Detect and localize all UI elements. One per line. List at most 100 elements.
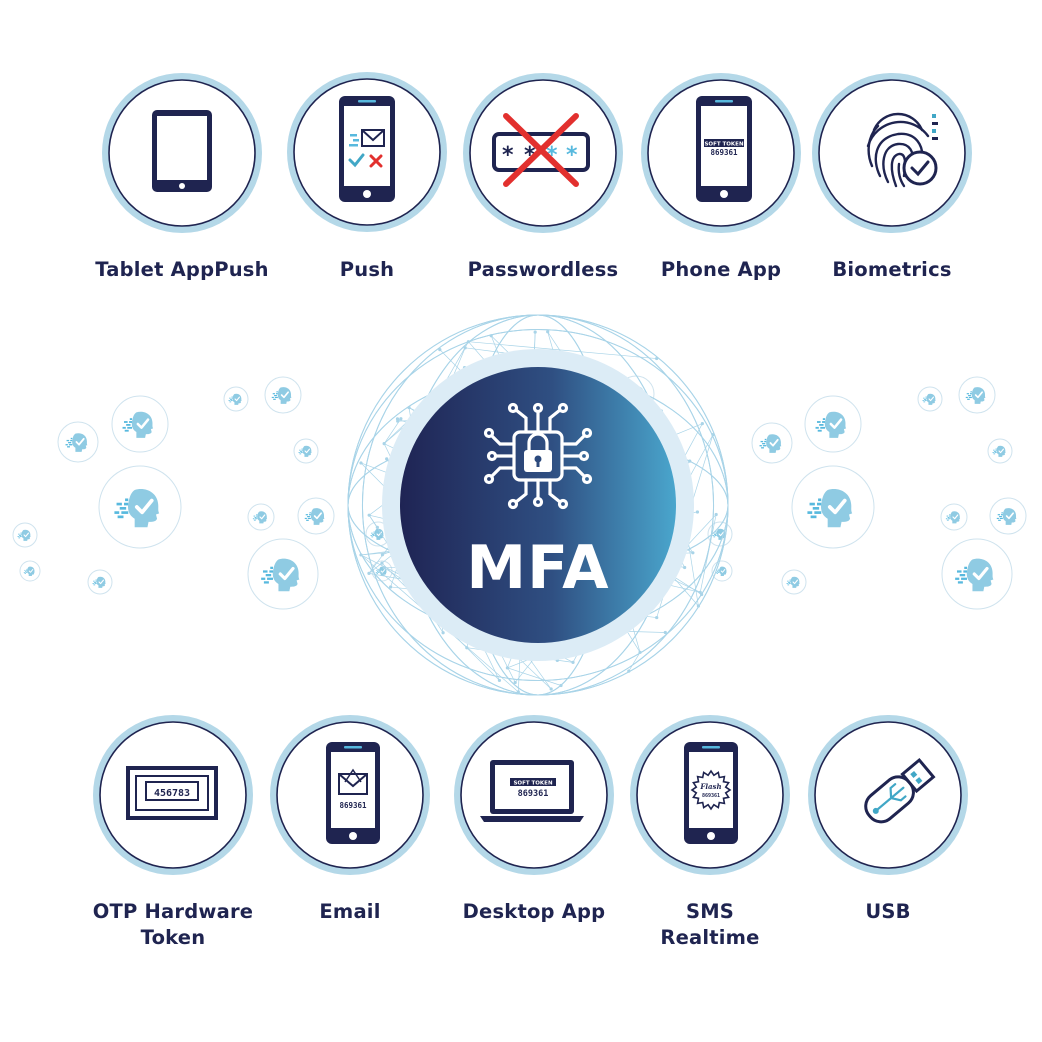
method-label: OTP Hardware Token <box>92 900 254 949</box>
globe-node <box>700 592 704 597</box>
method-disc <box>818 79 966 227</box>
method-label: Passwordless <box>467 258 619 281</box>
globe-link <box>368 514 378 528</box>
method-label: Desktop App <box>462 900 606 923</box>
usb-drive-icon <box>864 757 936 824</box>
user-check-bubble <box>98 465 182 549</box>
user-check-bubble <box>958 376 996 414</box>
user-check-bubble <box>989 497 1027 535</box>
user-check-bubble <box>87 569 113 595</box>
circuit-lock-icon <box>483 402 593 510</box>
phone-soft-token-icon: SOFT TOKEN 869361 <box>696 96 752 202</box>
user-check-bubble <box>804 395 862 453</box>
email-screen-code: 869361 <box>339 801 367 810</box>
globe-node <box>382 442 386 446</box>
globe-node <box>695 510 700 514</box>
globe-node <box>549 687 553 691</box>
globe-node <box>505 666 509 670</box>
globe-node <box>375 525 379 529</box>
globe-node <box>533 330 537 334</box>
globe-node <box>691 551 695 555</box>
globe-node <box>465 646 469 650</box>
mfa-center <box>382 349 694 661</box>
globe-node <box>714 512 718 517</box>
user-check-bubble <box>711 560 733 582</box>
user-check-bubble <box>293 438 319 464</box>
globe-node <box>683 565 687 570</box>
phone-app-screen-code: 869361 <box>710 148 738 157</box>
globe-node <box>546 330 550 334</box>
globe-node <box>438 348 442 352</box>
globe-node <box>497 678 502 683</box>
user-check-bubble <box>19 560 41 582</box>
method-label: Push <box>339 258 395 281</box>
method-label: USB <box>865 900 911 923</box>
user-check-bubble <box>297 497 335 535</box>
tablet-icon <box>152 110 212 192</box>
crossed-password-icon: * * * * <box>492 113 590 187</box>
user-check-bubble <box>12 522 38 548</box>
phone-email-icon: 869361 <box>326 742 380 844</box>
globe-node <box>395 417 400 421</box>
globe-node <box>385 457 389 461</box>
mfa-title: MFA <box>466 533 610 603</box>
globe-node <box>700 422 704 426</box>
globe-node <box>407 406 411 410</box>
sms-flash-code: 869361 <box>702 793 720 799</box>
laptop-soft-token-icon: SOFT TOKEN 869361 <box>480 760 584 822</box>
globe-link <box>383 418 402 444</box>
globe-node <box>441 631 445 635</box>
desktop-screen-code: 869361 <box>518 789 549 799</box>
globe-node <box>655 615 659 620</box>
globe-link <box>628 652 641 672</box>
sms-flash-caption: Flash <box>699 782 721 791</box>
user-check-bubble <box>917 386 943 412</box>
user-check-bubble <box>223 386 249 412</box>
phone-app-screen-caption: SOFT TOKEN <box>704 142 744 148</box>
globe-node <box>638 650 642 654</box>
globe-link <box>507 667 562 686</box>
svg-text:*: * <box>566 143 578 168</box>
globe-node <box>516 690 520 694</box>
globe-node <box>711 433 715 437</box>
user-check-bubble <box>791 465 875 549</box>
globe-node <box>688 459 692 463</box>
method-label: Email <box>319 900 381 923</box>
globe-node <box>513 680 517 685</box>
svg-text:*: * <box>502 143 514 168</box>
phone-flash-sms-icon: Flash 869361 <box>684 742 738 844</box>
user-check-bubble <box>781 569 807 595</box>
method-label: Phone App <box>660 258 782 281</box>
decorative-user-check-bubbles <box>12 375 1027 610</box>
globe-node <box>359 461 363 465</box>
globe-node <box>489 334 493 338</box>
method-label: Tablet AppPush <box>95 258 269 281</box>
globe-node <box>466 340 471 344</box>
globe-node <box>696 604 701 608</box>
user-check-bubble <box>940 503 968 531</box>
globe-node <box>571 660 575 664</box>
user-check-bubble <box>264 376 302 414</box>
globe-node <box>380 553 384 557</box>
globe-node <box>627 669 631 673</box>
fingerprint-check-icon <box>866 112 938 188</box>
globe-node <box>655 356 659 361</box>
globe-node <box>399 417 403 421</box>
user-check-bubble <box>57 421 99 463</box>
hardware-token-icon: 456783 <box>126 766 218 820</box>
user-check-bubble <box>111 395 169 453</box>
globe-node <box>367 571 371 575</box>
globe-node <box>663 630 667 635</box>
user-check-bubble <box>987 438 1013 464</box>
globe-node <box>359 553 363 557</box>
method-label: Biometrics <box>832 258 952 281</box>
method-label: SMS Realtime <box>660 900 760 949</box>
globe-link <box>699 514 717 593</box>
globe-node <box>559 683 563 688</box>
user-check-bubble <box>941 538 1013 610</box>
user-check-bubble <box>751 422 793 464</box>
hardware-token-code: 456783 <box>154 788 190 799</box>
desktop-screen-caption: SOFT TOKEN <box>513 781 553 787</box>
user-check-bubble <box>247 503 275 531</box>
